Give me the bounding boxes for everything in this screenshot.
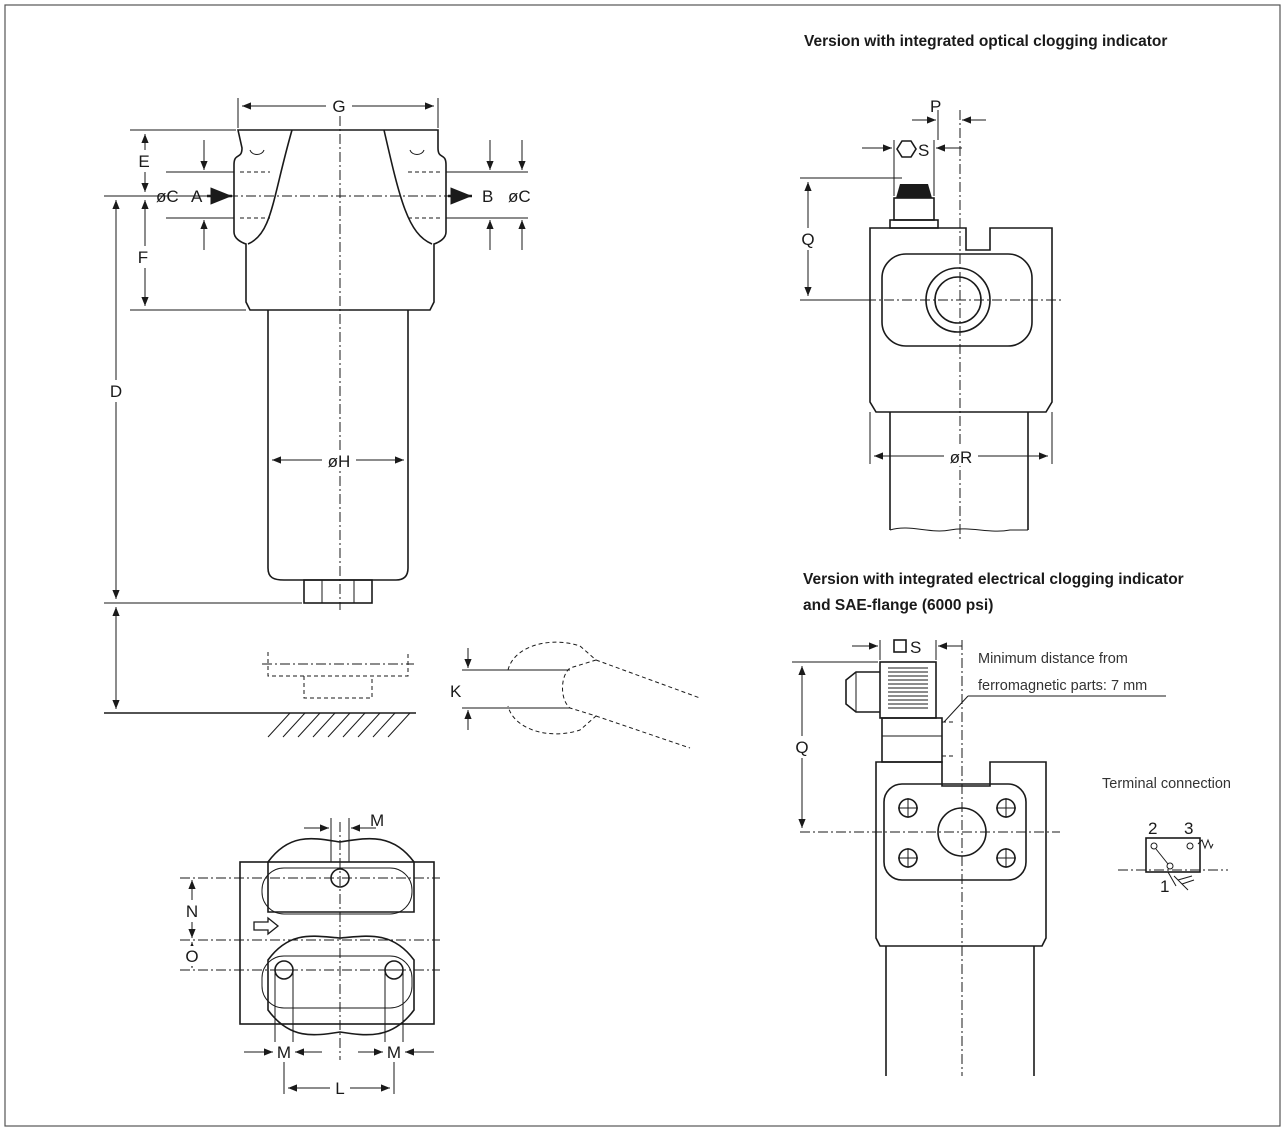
- dimension-q-electrical-label: Q: [795, 738, 808, 757]
- note-terminal-connection: Terminal connection: [1102, 776, 1231, 792]
- dimension-c-left-label: øC: [156, 187, 179, 206]
- mounting-base-outline: [239, 861, 435, 1025]
- optical-indicator-body: [893, 197, 935, 221]
- electrical-bowl-sides: [885, 946, 1035, 1076]
- q-optical-label-bg: [798, 228, 818, 250]
- filter-bowl-outline: [267, 310, 409, 581]
- g-label-bg: [326, 96, 352, 116]
- h-label-bg: [322, 450, 356, 470]
- dimension-g-label: G: [332, 97, 345, 116]
- terminal-pin-1-label: 1: [1160, 877, 1169, 896]
- magnetic-actuator-icon: [1167, 871, 1195, 891]
- bolt-slot-right: [384, 969, 404, 1025]
- dimension-f-label: F: [138, 248, 148, 267]
- note-minimum-distance-line1: Minimum distance from: [978, 651, 1128, 667]
- dimension-n-label: N: [186, 902, 198, 921]
- d-label-bg: [106, 380, 128, 402]
- wrench-handle-bottom: [595, 715, 691, 749]
- ground-hatching: [267, 712, 411, 738]
- square-symbol-icon: [893, 639, 907, 653]
- e-label-bg: [134, 150, 156, 172]
- port-a-label: A: [191, 187, 203, 206]
- electrical-connector-body: [879, 661, 937, 719]
- note-minimum-distance-line2: ferromagnetic parts: 7 mm: [978, 678, 1147, 694]
- flange-slot-upper: [261, 867, 413, 915]
- dimension-m-left-label: M: [277, 1043, 291, 1062]
- dimension-o-label: O: [185, 947, 198, 966]
- o-label-bg: [182, 946, 202, 966]
- dimension-c-right-label: øC: [508, 187, 531, 206]
- dimension-r-label: øR: [950, 448, 973, 467]
- bolt-slot-left: [274, 969, 294, 1025]
- mounting-flange-lower: [267, 935, 415, 1036]
- head-detail-right: [409, 149, 425, 155]
- f-label-bg: [134, 246, 156, 268]
- optical-indicator-button: [896, 184, 932, 198]
- terminal-pin-2-label: 2: [1148, 819, 1157, 838]
- terminal-contact-3: [1186, 842, 1194, 850]
- note-leader-line: [943, 695, 969, 723]
- terminal-contact-1: [1166, 862, 1174, 870]
- dimension-e-label: E: [138, 152, 149, 171]
- terminal-pin-3-label: 3: [1184, 819, 1193, 838]
- wrench-outline: [507, 641, 598, 735]
- m-left-label-bg: [274, 1042, 294, 1062]
- dimension-p-label: P: [930, 97, 941, 116]
- electrical-head-outline: [875, 761, 1047, 947]
- electrical-indicator-view: Version with integrated electrical clogg…: [792, 571, 1231, 1076]
- flange-slot-lower: [261, 955, 413, 1009]
- terminal-box: [1145, 837, 1201, 873]
- optical-head-outline: [869, 227, 1053, 413]
- removal-ghost-nut: [303, 676, 373, 699]
- dimension-m-top-label: M: [370, 811, 384, 830]
- dimension-m-right-label: M: [387, 1043, 401, 1062]
- head-detail-left: [249, 149, 265, 155]
- head-contour-right: [383, 129, 433, 245]
- spring-icon: [1197, 838, 1214, 850]
- terminal-contact-2: [1150, 842, 1158, 850]
- optical-bowl-break-line: [889, 527, 1028, 532]
- heading-electrical-line2: and SAE-flange (6000 psi): [803, 597, 993, 614]
- sheet-border: [4, 4, 1281, 1127]
- m-right-label-bg: [384, 1042, 404, 1062]
- l-label-bg: [330, 1078, 350, 1098]
- cable-gland: [845, 671, 880, 713]
- flow-direction-arrow-icon: [253, 916, 280, 936]
- electrical-indicator-housing: [881, 717, 943, 763]
- head-contour-left: [247, 129, 293, 245]
- dimension-s-hex-label: S: [918, 141, 929, 160]
- connector-grille: [888, 667, 928, 709]
- q-electrical-label-bg: [792, 736, 812, 758]
- wrench-handle-top: [595, 659, 701, 699]
- main-filter-view: G E F øC A B øC D: [104, 96, 701, 749]
- r-label-bg: [944, 446, 978, 466]
- filter-head-outline: [233, 129, 447, 311]
- dimension-h-label: øH: [328, 452, 351, 471]
- mounting-flange-upper: [267, 837, 415, 913]
- port-b-label: B: [482, 187, 493, 206]
- heading-optical-indicator: Version with integrated optical clogging…: [804, 33, 1167, 50]
- dimension-l-label: L: [335, 1079, 344, 1098]
- optical-bowl-sides: [889, 412, 1029, 530]
- optical-indicator-base: [889, 219, 939, 229]
- sae-flange-bolts: [898, 798, 1016, 868]
- dimension-s-square-label: S: [910, 638, 921, 657]
- drain-nut: [303, 579, 373, 604]
- hexagon-symbol-icon: [896, 140, 917, 158]
- optical-indicator-view: Version with integrated optical clogging…: [798, 33, 1167, 540]
- dimension-d-label: D: [110, 382, 122, 401]
- mounting-plan-view: M N O M M L: [180, 811, 440, 1098]
- switch-blade: [1155, 848, 1169, 865]
- dimension-k-label: K: [450, 682, 462, 701]
- n-label-bg: [182, 900, 202, 922]
- terminal-switch-symbol: 2 3 1: [1118, 819, 1228, 896]
- dimension-q-optical-label: Q: [801, 230, 814, 249]
- heading-electrical-line1: Version with integrated electrical clogg…: [803, 571, 1184, 588]
